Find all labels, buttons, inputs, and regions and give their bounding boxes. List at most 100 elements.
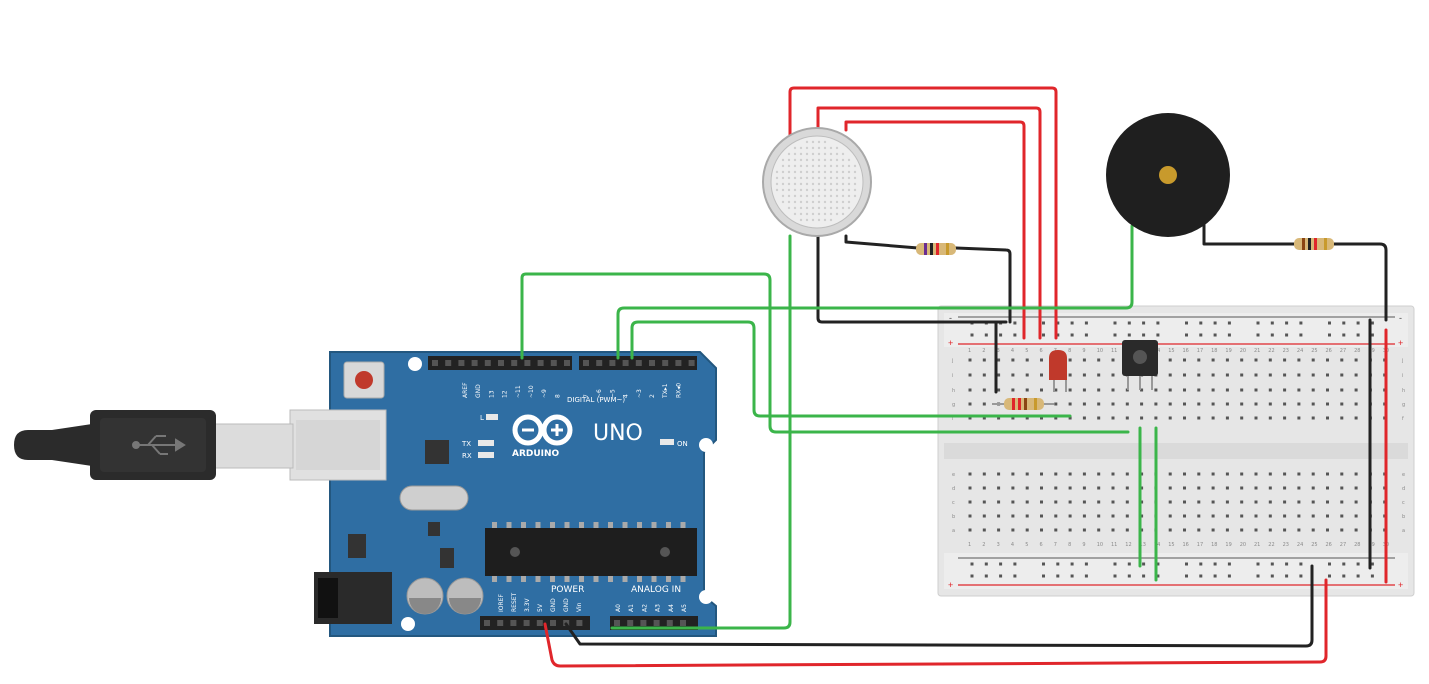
svg-text:2: 2 (982, 542, 985, 548)
piezo-buzzer[interactable] (1106, 113, 1230, 237)
svg-text:7: 7 (1054, 542, 1057, 548)
pin-label: 7 (583, 394, 590, 398)
svg-text:4: 4 (1011, 348, 1014, 354)
capacitor (446, 577, 484, 615)
svg-text:d: d (952, 486, 955, 492)
svg-text:21: 21 (1254, 542, 1260, 548)
svg-text:24: 24 (1297, 542, 1303, 548)
svg-text:10: 10 (1097, 348, 1103, 354)
svg-text:18: 18 (1211, 348, 1217, 354)
pin-label: ~6 (596, 389, 603, 398)
wires (520, 86, 1388, 668)
svg-text:h: h (1402, 388, 1405, 394)
rail-lines: + + + + - - (948, 313, 1403, 590)
breadboard[interactable]: + + + + - - 1122334455667788991010111112… (937, 305, 1415, 597)
temperature-sensor[interactable] (1122, 340, 1158, 390)
wire-green (610, 234, 792, 630)
wire-black (1202, 220, 1298, 246)
svg-text:6: 6 (1040, 348, 1043, 354)
on-label: ON (677, 440, 688, 448)
svg-text:22: 22 (1268, 348, 1274, 354)
svg-text:20: 20 (1240, 542, 1246, 548)
svg-text:e: e (1402, 472, 1405, 478)
wire-red (543, 578, 1328, 668)
pin-label: A0 (615, 604, 622, 612)
rx-label: RX (462, 452, 472, 460)
pin-label: GND (550, 598, 557, 612)
pin-label: 2 (649, 394, 656, 398)
svg-text:d: d (1402, 486, 1405, 492)
svg-text:11: 11 (1111, 542, 1117, 548)
svg-text:h: h (952, 388, 955, 394)
svg-text:2: 2 (982, 348, 985, 354)
gas-sensor[interactable] (762, 127, 872, 237)
svg-text:29: 29 (1368, 542, 1374, 548)
svg-text:19: 19 (1225, 348, 1231, 354)
power-header (480, 616, 590, 630)
svg-text:25: 25 (1311, 542, 1317, 548)
wire-black (1332, 242, 1388, 322)
svg-text:i: i (952, 373, 953, 379)
rail-plus-label: + (948, 338, 953, 348)
wire-black (564, 564, 1314, 648)
resistor[interactable] (1294, 238, 1334, 250)
tx-label: TX (461, 440, 471, 448)
svg-text:18: 18 (1211, 542, 1217, 548)
voltage-regulator (348, 534, 366, 558)
pin-label: IOREF (498, 594, 505, 612)
svg-text:26: 26 (1326, 542, 1332, 548)
pin-label: 4 (623, 394, 630, 398)
svg-text:20: 20 (1240, 348, 1246, 354)
rail-minus-label: - (1399, 313, 1402, 323)
rail-plus-label: + (1398, 580, 1403, 590)
pin-label: ~11 (515, 385, 522, 398)
svg-text:11: 11 (1111, 348, 1117, 354)
digital-label: DIGITAL (PWM~) (567, 396, 625, 404)
svg-text:23: 23 (1283, 542, 1289, 548)
svg-text:3: 3 (997, 542, 1000, 548)
wire-red (788, 86, 1058, 340)
atmega-chip (485, 528, 697, 576)
wire-red (816, 106, 1042, 340)
pin-label: ~3 (636, 389, 643, 398)
svg-text:c: c (952, 500, 955, 506)
svg-text:f: f (1402, 416, 1404, 422)
mounting-hole (699, 438, 713, 452)
reset-button[interactable] (343, 361, 385, 399)
svg-text:26: 26 (1326, 348, 1332, 354)
svg-text:24: 24 (1297, 348, 1303, 354)
svg-text:1: 1 (968, 348, 971, 354)
red-led[interactable] (1049, 350, 1067, 392)
rail-plus-label: + (948, 580, 953, 590)
svg-text:28: 28 (1354, 542, 1360, 548)
svg-text:17: 17 (1197, 348, 1203, 354)
usb-cable[interactable] (14, 410, 294, 480)
svg-text:8: 8 (1068, 348, 1071, 354)
svg-text:a: a (952, 528, 955, 534)
resistor[interactable] (992, 398, 1054, 410)
svg-text:b: b (952, 514, 955, 520)
svg-text:8: 8 (1068, 542, 1071, 548)
svg-text:4: 4 (1011, 542, 1014, 548)
pin-label: RESET (511, 592, 518, 612)
svg-text:j: j (1401, 358, 1403, 364)
svg-text:29: 29 (1368, 348, 1374, 354)
board-model: UNO (593, 421, 643, 446)
sensor-mesh (775, 140, 857, 222)
power-label: POWER (551, 585, 584, 595)
pin-label: 12 (502, 390, 509, 398)
pin-label: ~10 (528, 385, 535, 398)
pin-label: Vin (576, 602, 583, 612)
svg-text:22: 22 (1268, 542, 1274, 548)
svg-text:10: 10 (1097, 542, 1103, 548)
svg-text:9: 9 (1082, 348, 1085, 354)
wire-black (954, 246, 1012, 324)
resistor[interactable] (916, 243, 956, 255)
wire-black (844, 234, 920, 250)
analog-label: ANALOG IN (631, 585, 681, 595)
mounting-hole (699, 590, 713, 604)
svg-text:28: 28 (1354, 348, 1360, 354)
svg-text:f: f (952, 416, 954, 422)
